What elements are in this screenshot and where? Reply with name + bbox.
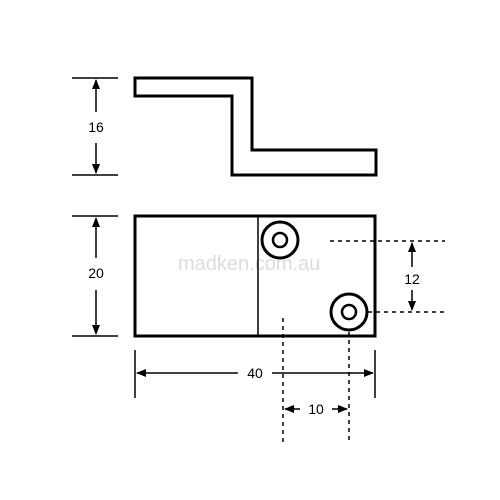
watermark: madken.com.au [178, 253, 320, 275]
offset-label: 10 [308, 401, 324, 417]
side-profile [133, 76, 378, 177]
side-view: 16 [72, 76, 378, 177]
front-view: 20 12 40 10 [72, 214, 445, 442]
front-plate [133, 214, 377, 338]
front-height-label: 20 [88, 265, 104, 281]
hole-spacing-label: 12 [404, 271, 420, 287]
width-label: 40 [247, 365, 263, 381]
hole-upper [260, 220, 300, 260]
hole-lower [329, 292, 369, 332]
side-height-label: 16 [88, 119, 104, 135]
